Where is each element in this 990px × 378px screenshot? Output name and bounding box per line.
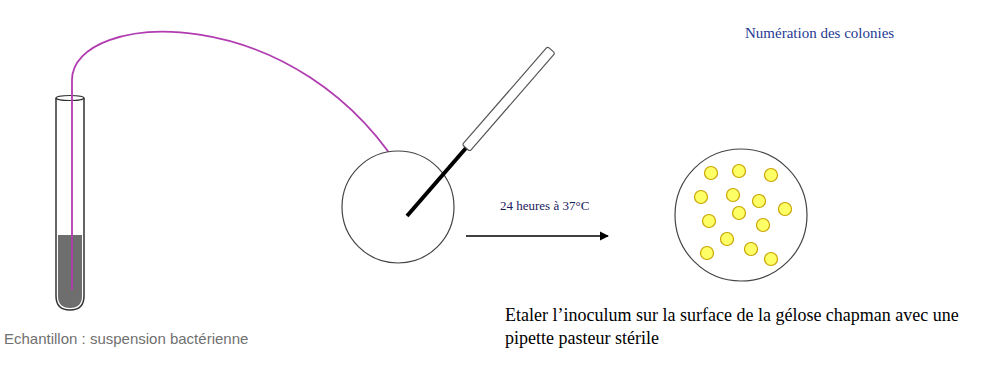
dish-title: Numération des colonies (745, 24, 894, 43)
pasteur-pipette (407, 47, 555, 216)
petri-dish (342, 151, 454, 263)
colony (727, 189, 740, 202)
colony (703, 215, 716, 228)
incubation-arrow (466, 235, 608, 236)
colony (721, 233, 734, 246)
colony (733, 207, 746, 220)
colony (733, 165, 746, 178)
colony (701, 247, 714, 260)
instruction-note: Etaler l’inoculum sur la surface de la g… (505, 304, 985, 349)
transfer-arrow (72, 32, 408, 290)
sample-label: Echantillon : suspension bactérienne (4, 330, 248, 349)
colony (779, 203, 792, 216)
colony (765, 169, 778, 182)
petri-dish (675, 149, 807, 281)
colony (753, 195, 766, 208)
colony (757, 219, 770, 232)
colony (745, 243, 758, 256)
colony (705, 167, 718, 180)
colony (695, 191, 708, 204)
test-tube (56, 96, 84, 311)
step-label: 24 heures à 37°C (500, 198, 589, 214)
colonies (695, 165, 792, 266)
colony (765, 253, 778, 266)
